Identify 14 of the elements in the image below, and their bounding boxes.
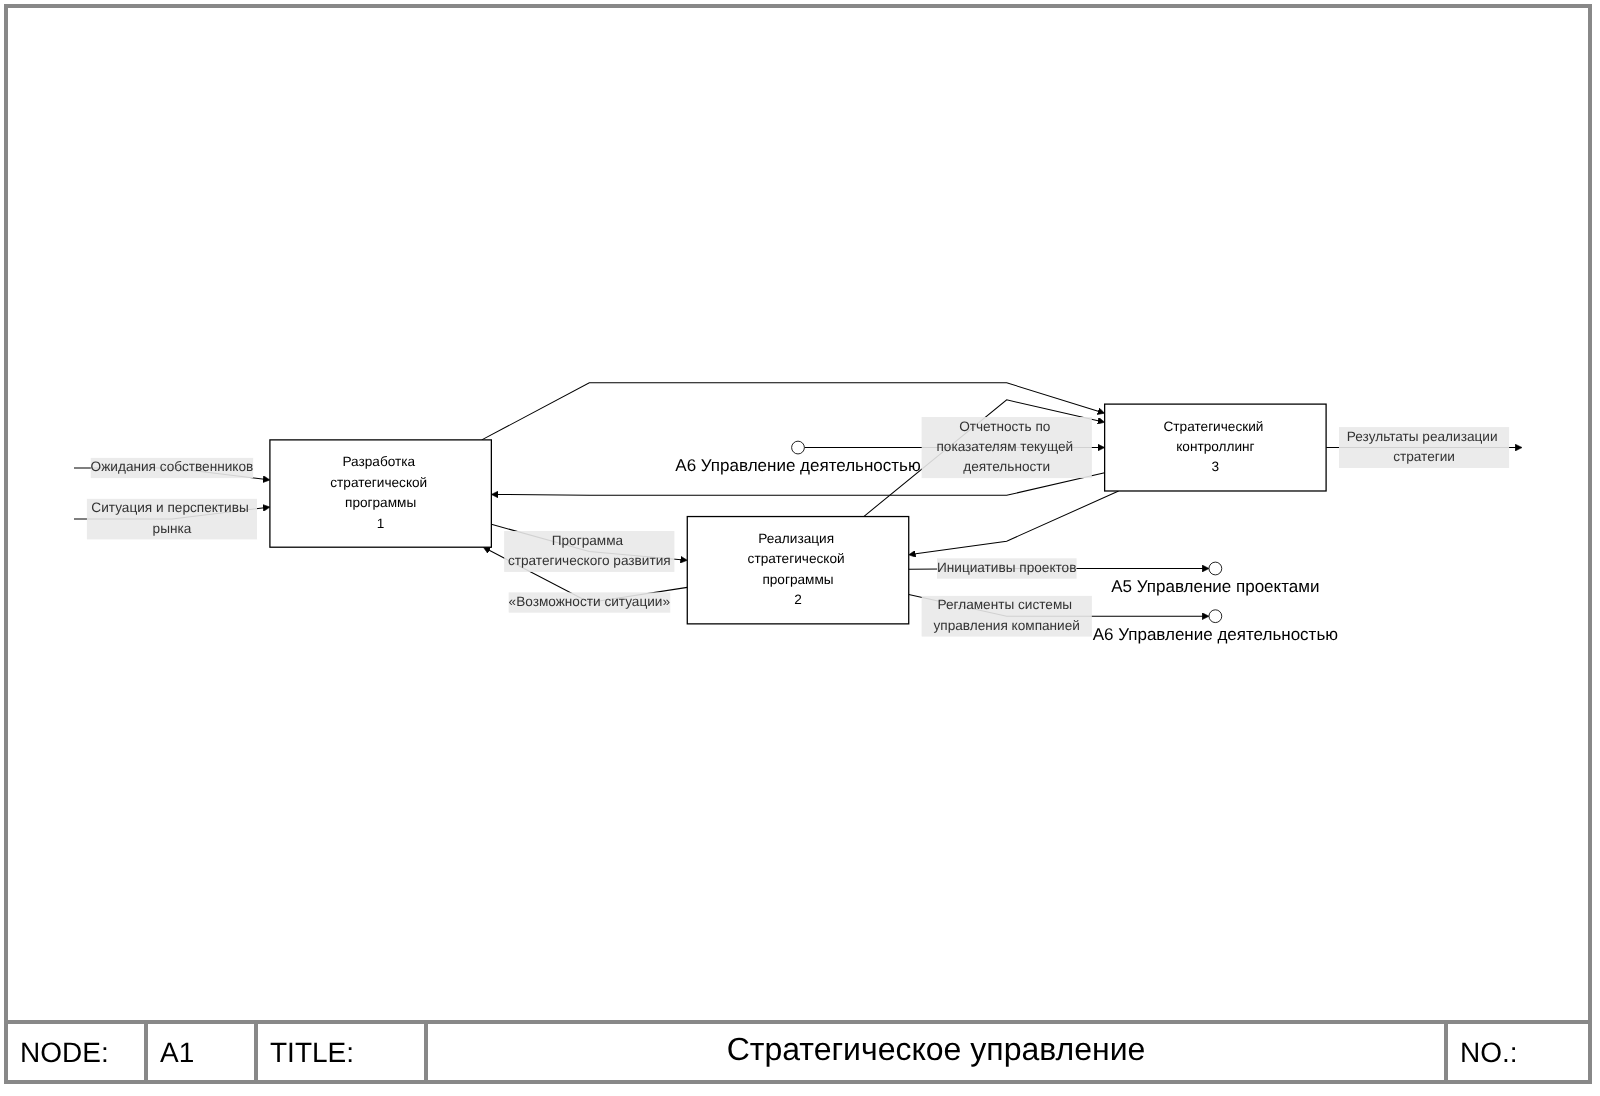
reference-label: A6 Управление деятельностью	[1092, 624, 1339, 645]
footer-field-text: Стратегическое управление	[726, 1034, 1146, 1070]
node-circle	[1208, 562, 1223, 577]
node-circle	[791, 441, 805, 456]
reference-label: A6 Управление деятельностью	[675, 455, 921, 476]
node-circle	[1208, 610, 1223, 624]
footer-field-text: NODE:	[20, 1036, 109, 1068]
footer-field-text: A1	[160, 1036, 195, 1068]
arrow	[481, 383, 1105, 442]
reference-label: A5 Управление проектами	[1111, 576, 1320, 597]
footer-field-text: NO.:	[1460, 1036, 1518, 1068]
arrow	[491, 473, 1106, 500]
footer-field-text: TITLE:	[270, 1036, 355, 1068]
arrow	[908, 491, 1120, 559]
